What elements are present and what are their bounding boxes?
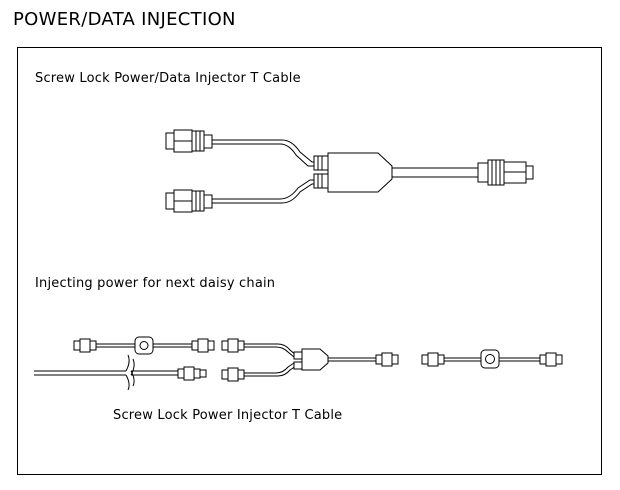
daisy-chain-drop-right [421, 349, 563, 369]
daisy-chain-label: Injecting power for next daisy chain [35, 276, 276, 291]
long-trunk-cable [34, 354, 207, 391]
power-t-cable-label: Screw Lock Power Injector T Cable [113, 408, 343, 423]
daisy-chain-drop-left [73, 336, 215, 355]
diagram-frame [17, 47, 602, 475]
data-injector-t-cable [165, 129, 534, 213]
power-injector-t-cable [221, 338, 399, 382]
t-cable-label: Screw Lock Power/Data Injector T Cable [35, 71, 301, 86]
page-title: POWER/DATA INJECTION [13, 9, 236, 30]
